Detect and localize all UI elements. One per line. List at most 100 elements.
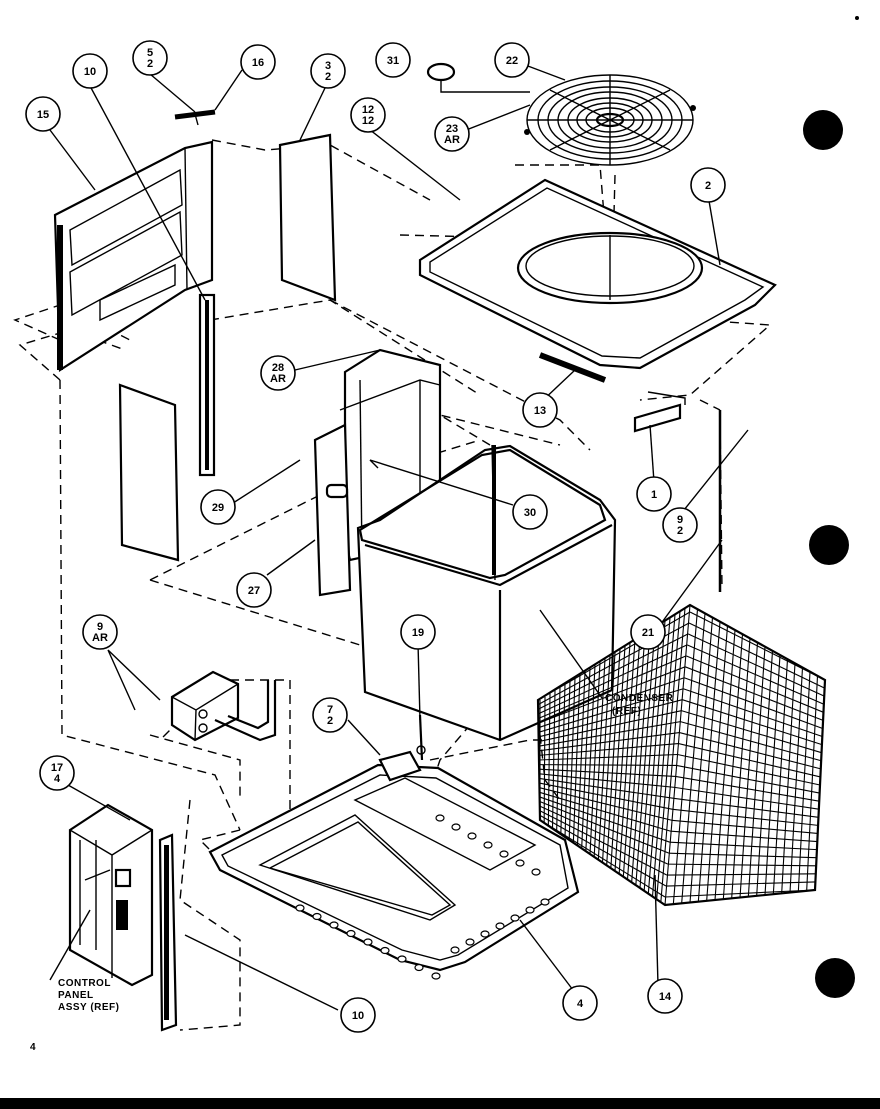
grille-wire [756,650,774,896]
callout-text: 4 [54,773,61,785]
control-panel-ref-label: CONTROL PANEL ASSY (REF) [58,978,120,1013]
pan-hole [346,929,356,938]
part-31-cap [426,62,530,93]
part-22-fan-guard [524,74,696,166]
pan-hole [467,832,477,840]
condenser-label-line1: CONDENSER [605,693,674,704]
grille-wire [664,604,691,906]
pan-hole [540,898,550,906]
part-13-strip [538,352,607,383]
callout-c10b: 10 [340,997,376,1033]
pan-hole [380,946,390,955]
grille-wire [626,633,646,880]
grille-wire [547,693,551,826]
callout-circle [434,116,470,152]
callout-circle [200,489,236,525]
callout-c15: 15 [25,96,61,132]
callout-c17: 174 [39,755,75,791]
grille-wire [806,675,819,891]
grille-wire [772,659,789,895]
callout-c9b: 92 [662,507,698,543]
grille-wire [731,638,751,899]
callout-circle [340,997,376,1033]
callout-text: 1 [651,489,657,501]
callout-text: AR [270,373,286,385]
grille-wire [714,629,736,901]
pan-hole [329,921,339,929]
callout-c3: 32 [310,53,346,89]
part-10-vertical-strip-lower [158,833,178,1032]
grille-wire [672,609,699,905]
pan-hole [480,930,490,938]
callout-text: 3 [325,60,331,72]
grille-wire [585,665,596,852]
grille-wire [739,642,759,898]
control-panel-label-line3: ASSY (REF) [58,1002,120,1013]
grille-wire [656,611,681,900]
grille-wire [789,667,804,893]
callout-text: 29 [212,502,224,514]
pan-hole [363,938,373,946]
part-3-insulation-panel [278,133,337,302]
grille-wire [564,680,571,838]
insulation-panel-lower [118,383,180,562]
part-4-base-pan [208,763,580,980]
callout-circle [350,97,386,133]
callout-text: 22 [506,55,518,67]
grille-wire [722,634,744,900]
callout-c27: 27 [236,572,272,608]
callout-circle [25,96,61,132]
grille-wire [543,696,546,823]
part-10-vertical-strip-upper [198,293,216,477]
callout-c4: 4 [562,985,598,1021]
pan-hole [483,841,493,849]
callout-circle [82,614,118,650]
callout-c21: 21 [630,614,666,650]
registration-dot-bottom [815,958,855,998]
pan-hole [450,946,460,954]
condenser-ref-label: CONDENSER (REF) [605,693,674,717]
control-panel-assembly [68,803,154,987]
callout-text: 4 [577,998,584,1010]
control-panel-label-line1: CONTROL [58,978,111,989]
callout-circle [260,355,296,391]
callout-circle [512,494,548,530]
pan-hole [431,972,441,980]
grille-wire [568,677,576,840]
callout-text: 31 [387,55,399,67]
callout-c22: 22 [494,42,530,78]
callout-text: 2 [147,58,153,70]
callout-text: 2 [327,715,333,727]
callout-circle [375,42,411,78]
callout-c1: 1 [636,476,672,512]
callout-text: 2 [677,525,683,537]
pan-hole [414,963,424,972]
grille-wire [572,674,581,843]
grille-wire [618,639,636,874]
callout-c31: 31 [375,42,411,78]
callout-c9a: 9AR [82,614,118,650]
callout-circle [630,614,666,650]
callout-c10a: 10 [72,53,108,89]
grille-wire [601,652,616,863]
callout-c29: 29 [200,489,236,525]
callout-c19: 19 [400,614,436,650]
grille-wire [581,668,591,849]
callout-circle [690,167,726,203]
grille-wire [643,620,666,891]
pan-hole [531,868,541,876]
grille-wire [764,654,781,896]
grille-wire [593,658,606,857]
callout-text: 2 [325,71,331,83]
grille-wire [622,636,641,877]
callout-c2: 2 [690,167,726,203]
callout-text: 12 [362,115,374,127]
condenser-label-line2: (REF) [612,706,641,717]
callout-text: 10 [84,66,96,78]
callout-c13: 13 [522,392,558,428]
grille-wire [597,655,611,860]
pan-hole [515,859,525,867]
callout-text: 10 [352,1010,364,1022]
pan-hole [465,938,475,946]
